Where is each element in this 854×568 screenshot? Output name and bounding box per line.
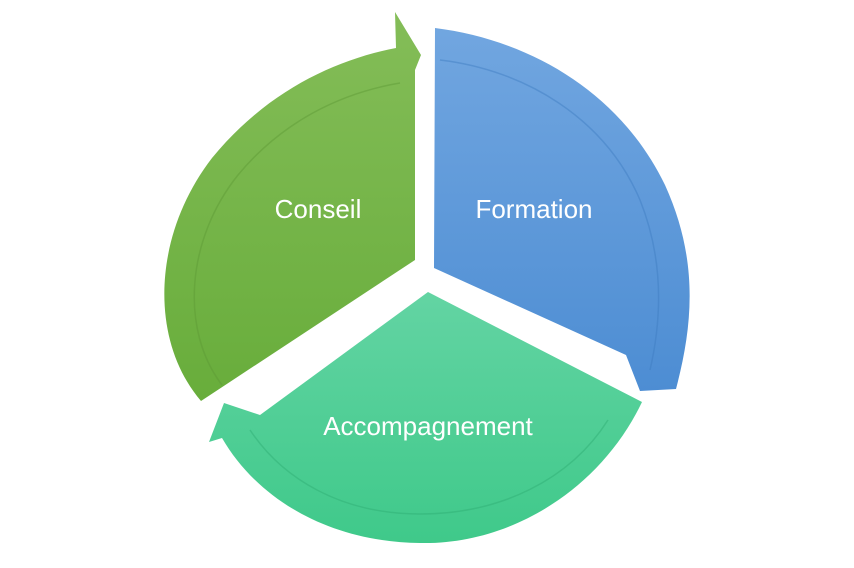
segment-formation-arc-highlight xyxy=(439,59,660,371)
segment-formation-shape xyxy=(434,28,690,391)
segment-accompagnement-arc-highlight xyxy=(249,419,609,515)
segment-accompagnement: Accompagnement xyxy=(209,292,642,544)
segment-accompagnement-label: Accompagnement xyxy=(323,411,533,441)
segment-conseil-arc-highlight xyxy=(193,82,401,386)
segment-formation: Formation xyxy=(434,28,690,391)
segment-conseil-label: Conseil xyxy=(275,194,362,224)
segment-conseil: Conseil xyxy=(164,12,421,401)
segment-conseil-shape xyxy=(164,12,421,401)
segment-accompagnement-shape xyxy=(209,292,642,544)
segment-formation-label: Formation xyxy=(475,194,592,224)
